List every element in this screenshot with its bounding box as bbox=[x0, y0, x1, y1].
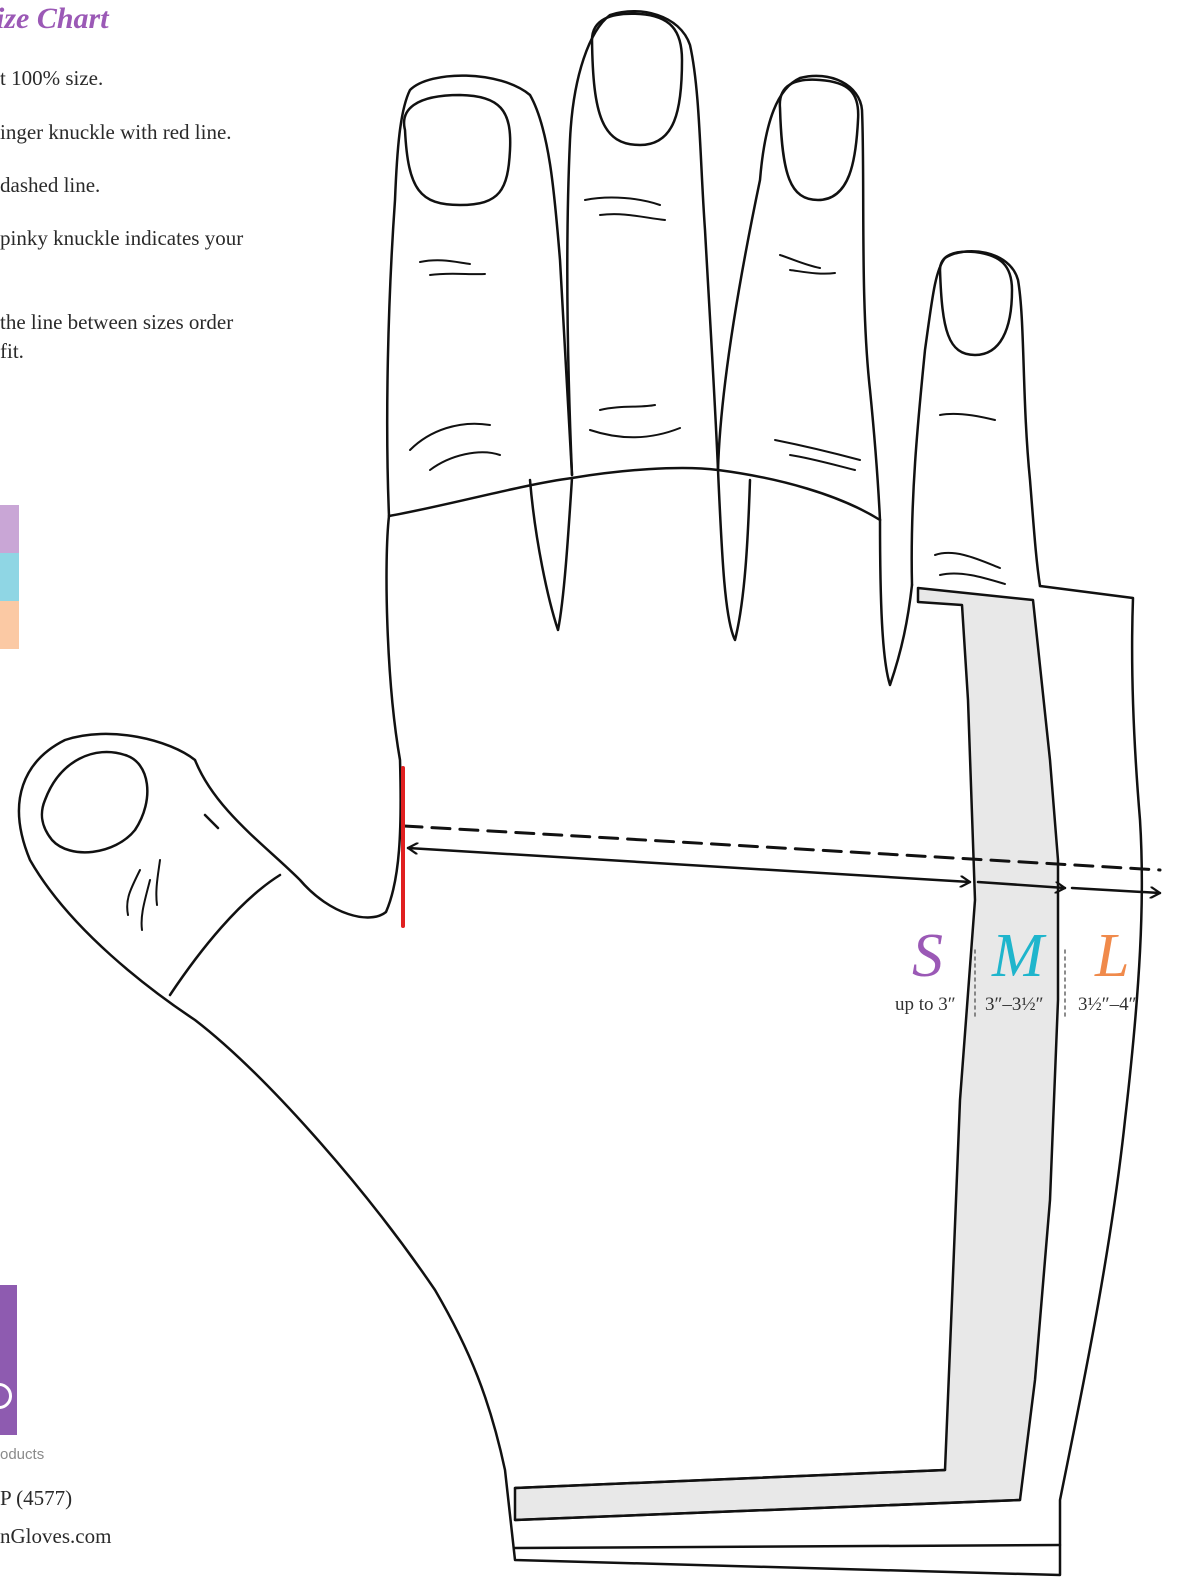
finger-gap bbox=[718, 470, 750, 640]
knuckle-line bbox=[389, 468, 880, 520]
size-range-medium: 3″–3½″ bbox=[985, 994, 1044, 1016]
index-nail bbox=[404, 95, 510, 205]
size-letter-small: S bbox=[912, 925, 943, 987]
pinky-finger bbox=[912, 251, 1040, 586]
index-finger bbox=[387, 76, 572, 516]
arrow-large bbox=[1072, 888, 1160, 893]
size-letter-medium: M bbox=[992, 925, 1044, 987]
size-range-large: 3½″–4″ bbox=[1078, 994, 1137, 1016]
thumb-joint bbox=[170, 815, 280, 995]
size-range-small: up to 3″ bbox=[895, 994, 956, 1016]
finger-gap bbox=[530, 478, 572, 630]
thumb-creases bbox=[127, 860, 160, 930]
middle-nail bbox=[592, 14, 682, 145]
thumb-nail bbox=[42, 752, 147, 852]
size-letter-large: L bbox=[1095, 925, 1129, 987]
finger-gap bbox=[880, 520, 912, 685]
size-band-medium bbox=[515, 588, 1058, 1520]
ring-nail bbox=[780, 80, 858, 200]
pinky-nail bbox=[940, 252, 1012, 355]
